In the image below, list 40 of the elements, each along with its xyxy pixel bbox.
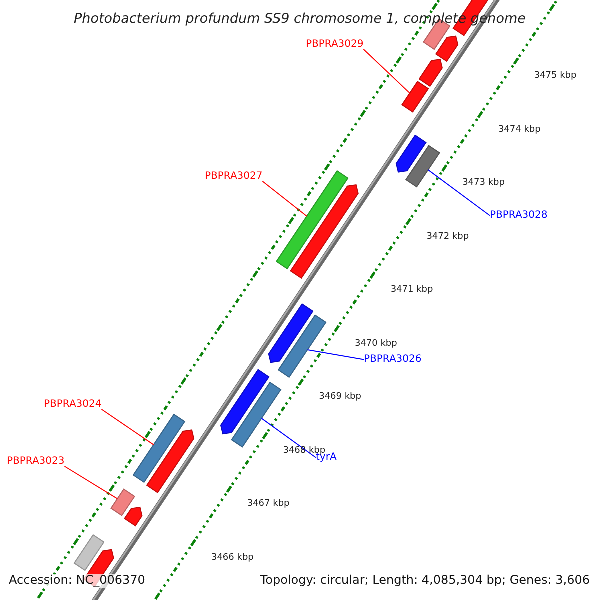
scale-label: 3475 kbp	[534, 71, 577, 82]
gene-block	[220, 369, 270, 435]
gene-block	[132, 414, 186, 484]
scale-label: 3470 kbp	[354, 338, 398, 350]
leader-line	[261, 418, 316, 458]
gene-block	[405, 145, 440, 188]
gene-block	[290, 184, 359, 280]
gene-block	[418, 58, 443, 88]
scale-label: 3472 kbp	[426, 232, 470, 242]
gene-block	[110, 488, 136, 516]
gene-label: PBPRA3027	[205, 171, 263, 182]
leader-line	[262, 181, 308, 217]
leader-line	[428, 170, 490, 216]
leader-line	[363, 49, 410, 94]
gene-label: PBPRA3023	[7, 456, 65, 468]
gene-block	[231, 382, 282, 448]
gene-label: PBPRA3026	[364, 354, 422, 366]
gene-block	[401, 80, 430, 113]
gene-block	[74, 534, 105, 572]
gene-block	[435, 36, 459, 62]
leader-line	[307, 349, 364, 360]
gene-block	[146, 430, 195, 494]
gene-label: PBPRA3029	[306, 39, 364, 50]
gene-label: PBPRA3024	[44, 399, 102, 410]
genome-info-text: Topology: circular; Length: 4,085,304 bp; Genes: 3,606	[260, 574, 590, 588]
gene-label: PBPRA3028	[490, 210, 548, 222]
scale-label: 3471 kbp	[390, 285, 434, 296]
scale-label: 3466 kbp	[211, 552, 254, 564]
gene-block	[276, 170, 349, 270]
scale-label: 3467 kbp	[247, 499, 290, 510]
gene-block	[396, 134, 427, 173]
leader-line	[64, 466, 118, 500]
scale-label: 3474 kbp	[498, 124, 541, 136]
scale-label: 3469 kbp	[319, 392, 362, 403]
gene-block	[268, 304, 314, 364]
accession-text: Accession: NC_006370	[9, 574, 146, 588]
leader-line	[101, 409, 154, 446]
gene-block	[278, 314, 327, 378]
scale-label: 3473 kbp	[462, 178, 505, 189]
gene-block	[124, 506, 143, 527]
